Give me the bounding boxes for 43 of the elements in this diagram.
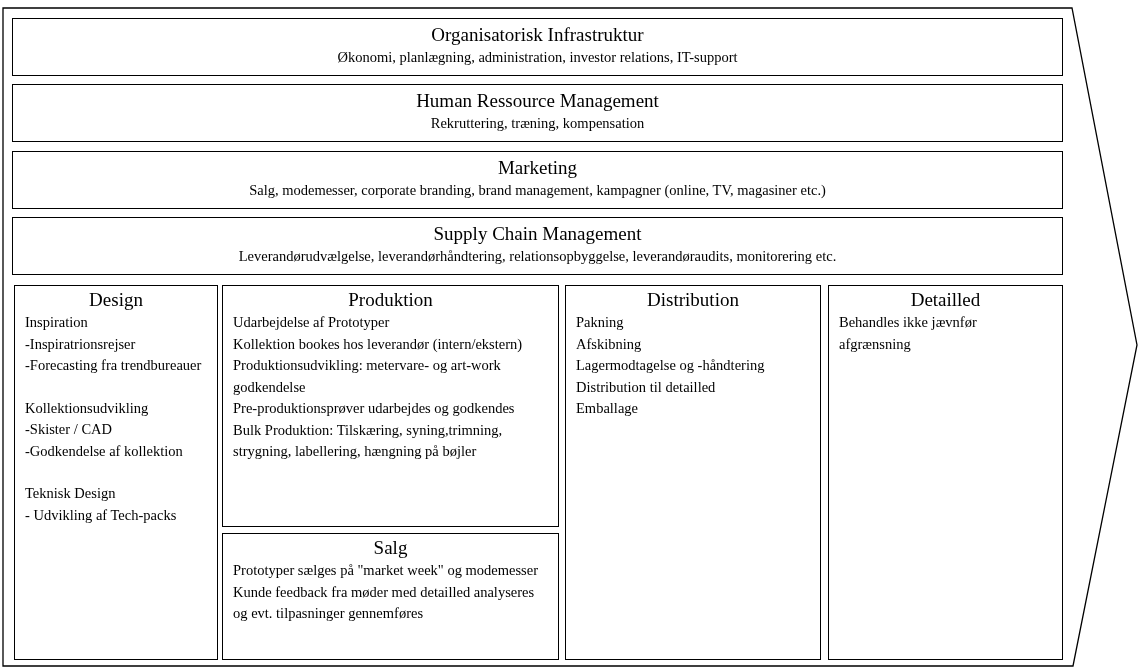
box-heading: Salg [372, 536, 409, 560]
activity-box [12, 84, 1063, 142]
box-text: Lagermodtagelse og -håndtering [575, 356, 766, 375]
activity-box [14, 285, 218, 660]
activity-box [12, 151, 1063, 209]
box-text: -Forecasting fra trendbureauer [24, 356, 203, 375]
box-text: Afskibning [575, 334, 643, 354]
box-text: Behandles ikke jævnfør afgrænsning [838, 313, 978, 354]
box-heading: Distribution [646, 288, 740, 312]
box-text: Kunde feedback fra møder med detailled analyseres og evt. tilpasninger gennemføres [232, 582, 536, 623]
box-text: Distribution til detailled [575, 377, 717, 397]
box-text: Bulk Produktion: Tilskæring, syning,trimning, strygning, labellering, hængning på bøjler [232, 420, 504, 461]
box-text: -Godkendelse af kollektion [24, 441, 184, 461]
box-text: Kollektion bookes hos leverandør (intern/ekstern) [232, 334, 524, 354]
box-heading: Marketing [496, 156, 579, 180]
box-heading: Supply Chain Management [432, 222, 643, 246]
box-text: Inspiration [24, 313, 89, 332]
box-text: Produktionsudvikling: metervare- og art-work godkendelse [232, 356, 502, 397]
box-text: Rekruttering, træning, kompensation [429, 114, 646, 133]
box-text: Emballage [575, 399, 639, 418]
box-text: Leverandørudvælgelse, leverandørhåndtering, relationsopbyggelse, leverandøraudits, monitorering etc. [237, 247, 838, 266]
box-text: Pre-produktionsprøver udarbejdes og godkendes [232, 399, 516, 418]
box-text: Teknisk Design [24, 484, 117, 503]
box-heading: Organisatorisk Infrastruktur [430, 23, 645, 47]
activity-box [12, 18, 1063, 76]
box-heading: Human Ressource Management [415, 89, 660, 113]
box-text: Prototyper sælges på "market week" og modemesser [232, 561, 539, 580]
activity-box [222, 533, 559, 660]
box-text: -Inspiratrionsrejser [24, 334, 137, 354]
activity-box [565, 285, 821, 660]
box-text: Salg, modemesser, corporate branding, brand management, kampagner (online, TV, magasiner etc.) [248, 181, 827, 200]
box-heading: Design [88, 288, 144, 312]
box-heading: Produktion [347, 288, 434, 312]
box-heading: Detailled [909, 288, 982, 312]
box-text: - Udvikling af Tech-packs [24, 505, 178, 525]
box-text: Udarbejdelse af Prototyper [232, 313, 391, 332]
box-text: Kollektionsudvikling [24, 398, 150, 418]
activity-box [222, 285, 559, 527]
activity-box [828, 285, 1063, 660]
box-text: -Skister / CAD [24, 420, 113, 439]
box-text: Pakning [575, 313, 625, 332]
box-text: Økonomi, planlægning, administration, investor relations, IT-support [336, 48, 739, 67]
activity-box [12, 217, 1063, 275]
